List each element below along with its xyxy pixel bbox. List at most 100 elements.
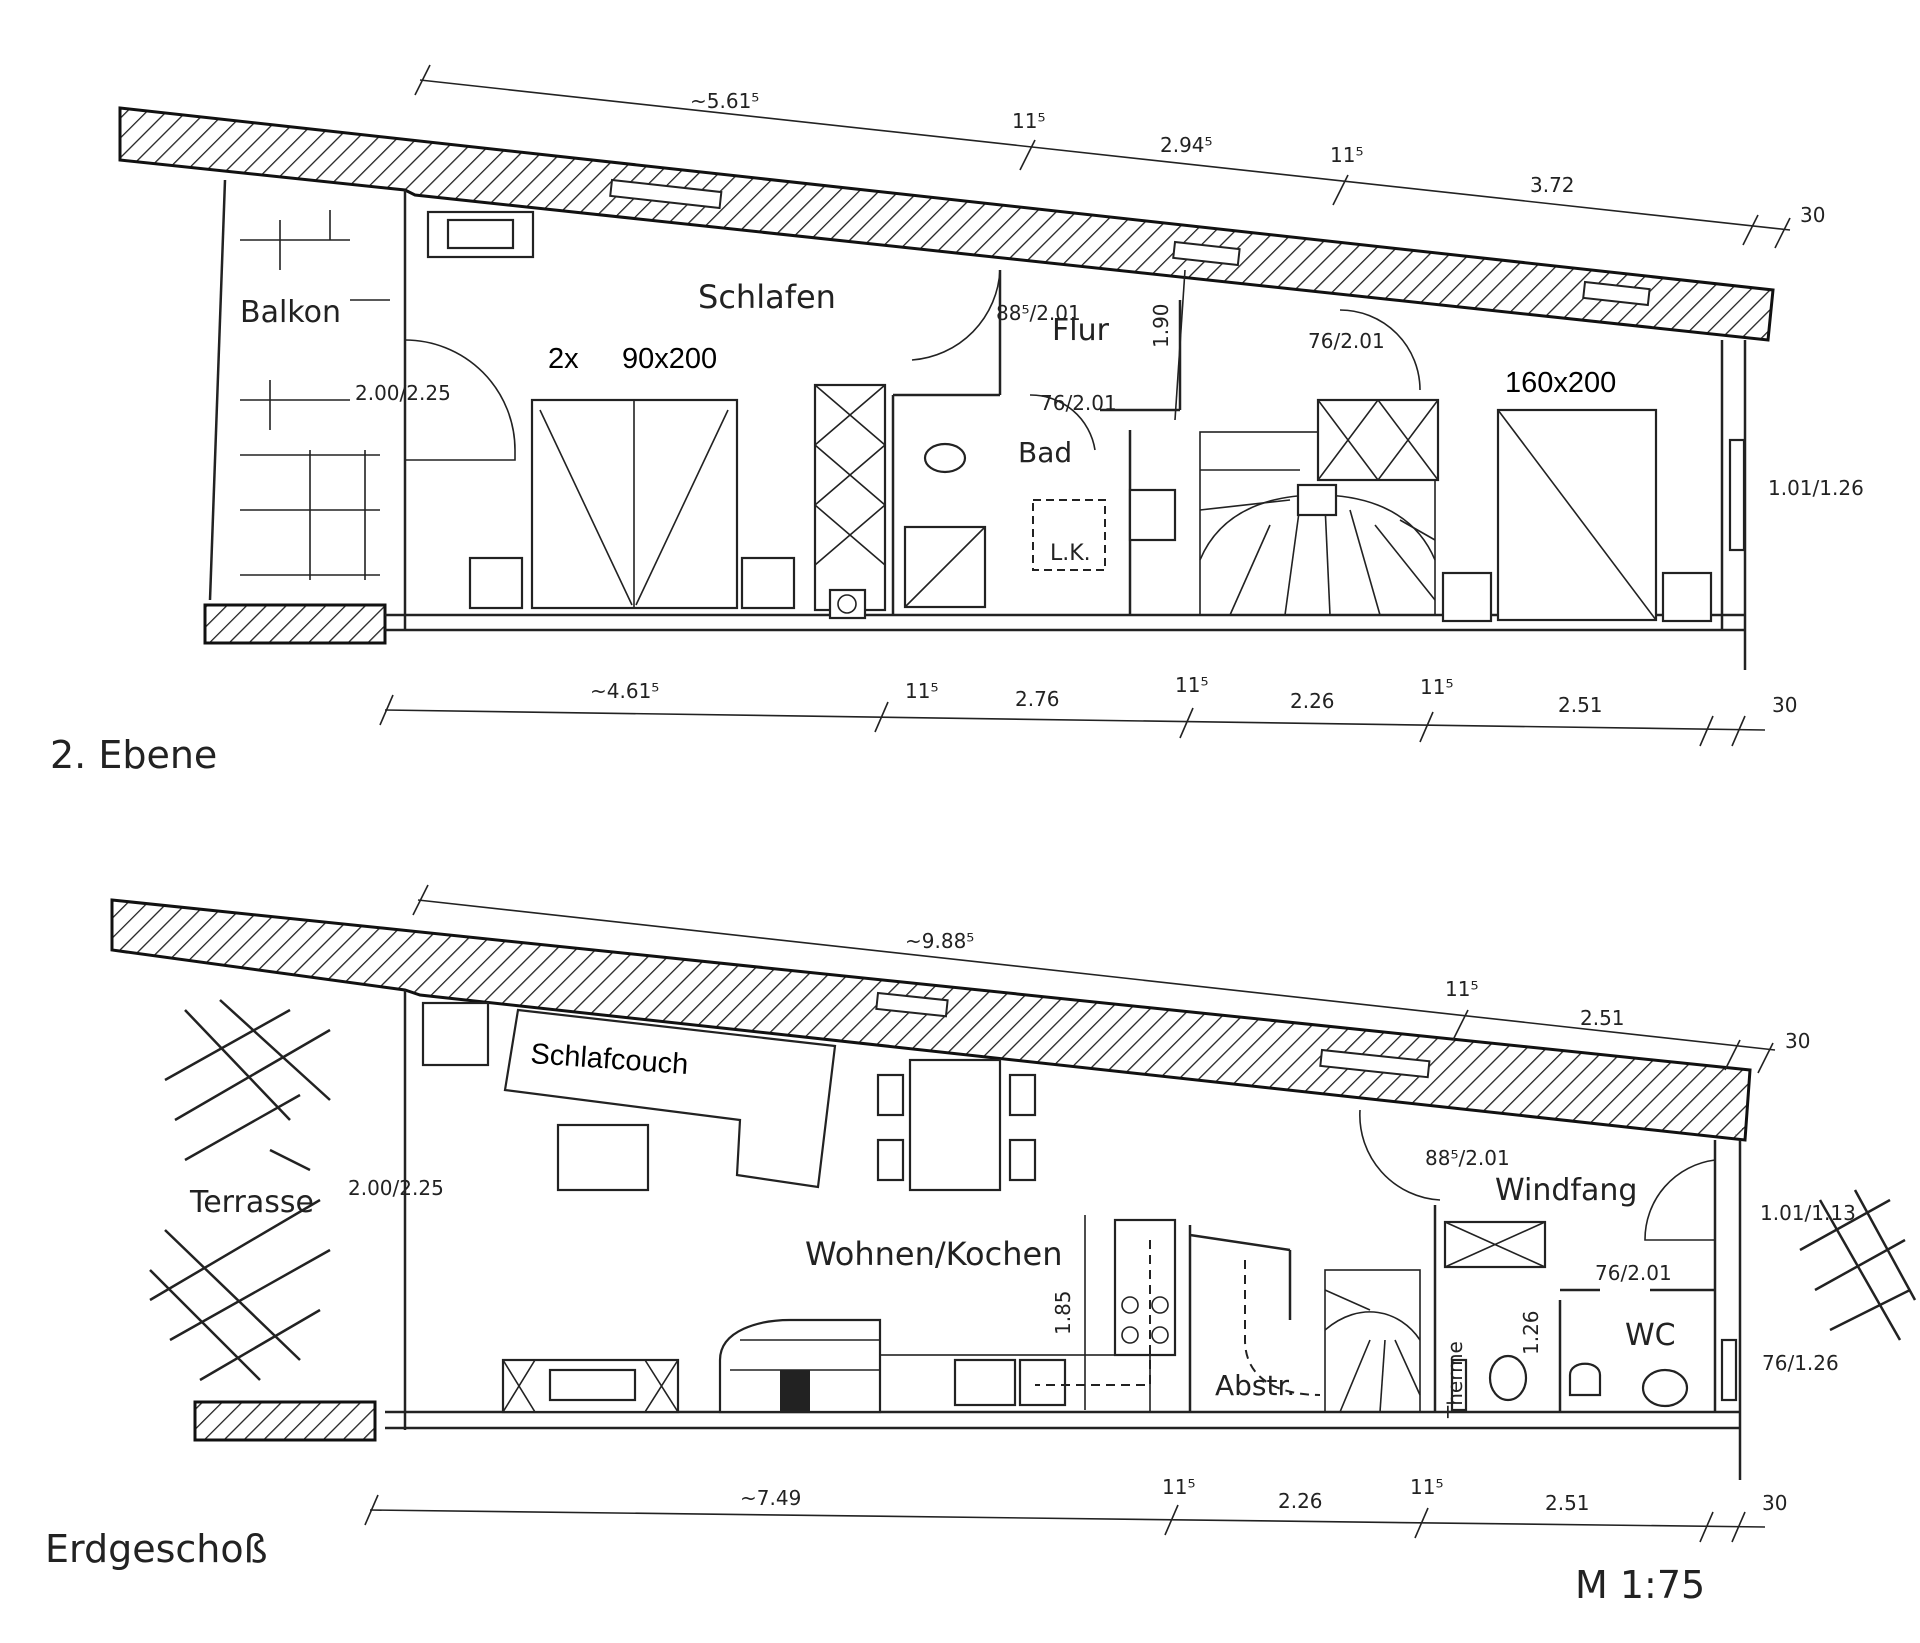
right-window-upper [1728, 438, 1746, 552]
label-living: Wohnen/Kochen [805, 1235, 1062, 1273]
opening-ground-2: 2.00/2.25 [348, 1176, 444, 1200]
bedroom-door-swing [911, 269, 1001, 361]
upper-floor-title: 2. Ebene [50, 733, 217, 777]
label-storage: Abstr. [1215, 1369, 1295, 1402]
upper-floor-plan [118, 64, 1791, 747]
scale-label: M 1:75 [1575, 1563, 1705, 1607]
nightstand-double-left [1441, 571, 1493, 623]
window-kitchen [1319, 1048, 1431, 1079]
dim-ground-bottom-0: ~7.49 [740, 1486, 801, 1510]
label-entry: Windfang [1495, 1173, 1637, 1208]
balcony-door-swing [404, 339, 516, 461]
dim-upper-top-5: 30 [1800, 203, 1825, 227]
nightstand-double-right [1661, 571, 1713, 623]
hob-burner [1121, 1296, 1139, 1314]
label-hall: Flur [1052, 313, 1110, 348]
dim-upper-bottom-1: 11⁵ [905, 679, 938, 703]
terrace-lattice [149, 999, 1917, 1382]
label-shower-tray: L.K. [1050, 541, 1091, 566]
dim-upper-bottom-2: 2.76 [1015, 687, 1060, 711]
label-twin-bed-count: 2x [548, 343, 579, 375]
ground-staircase [1324, 1269, 1421, 1413]
shower-tray [1032, 499, 1106, 571]
dim-ground-top-0: ~9.88⁵ [905, 929, 974, 953]
dim-ground-kitchen: 1.85 [1051, 1290, 1075, 1335]
dim-upper-top-4: 3.72 [1530, 173, 1575, 197]
ground-dimension-top [412, 884, 1776, 1074]
upper-dimension-top [414, 64, 1791, 249]
dim-ground-top-1: 11⁵ [1445, 977, 1478, 1001]
kitchen-sink [953, 1358, 1017, 1407]
dim-upper-bottom-3: 11⁵ [1175, 673, 1208, 697]
dim-upper-bottom-5: 11⁵ [1420, 675, 1453, 699]
double-bed [1441, 408, 1713, 623]
dim-upper-top-1: 11⁵ [1012, 109, 1045, 133]
wc-toilet [1641, 1368, 1689, 1408]
desk-monitor [446, 218, 515, 250]
dim-upper-top-3: 11⁵ [1330, 143, 1363, 167]
stair-room-door-swing [1339, 309, 1421, 391]
dim-ground-bottom-5: 30 [1762, 1491, 1787, 1515]
water-heater [1450, 1358, 1468, 1412]
dim-ground-bottom-3: 11⁵ [1410, 1475, 1443, 1499]
washbasin-entry [1488, 1354, 1528, 1402]
dim-upper-top-0: ~5.61⁵ [690, 89, 759, 113]
dim-upper-bottom-0: ~4.61⁵ [590, 679, 659, 703]
kitchen-counter [879, 1218, 1177, 1413]
dim-ground-top-3: 30 [1785, 1029, 1810, 1053]
upper-staircase [1199, 431, 1436, 616]
dim-ground-bottom-4: 2.51 [1545, 1491, 1590, 1515]
nightstand-right [740, 556, 796, 610]
stair-room-wardrobe [1316, 309, 1440, 482]
bath-door-swing [1029, 394, 1096, 451]
dim-upper-top-2: 2.94⁵ [1160, 133, 1213, 157]
window-hall [1172, 240, 1241, 267]
twin-beds [468, 398, 796, 610]
right-window-wc [1720, 1338, 1738, 1402]
tiled-stove [718, 1318, 882, 1414]
storage-wall-top [1189, 1233, 1291, 1252]
label-terrace: Terrasse [189, 1185, 314, 1220]
opening-upper-0: 88⁵/2.01 [996, 301, 1081, 325]
dim-upper-hall-height: 1.90 [1149, 303, 1173, 348]
window-living [875, 991, 949, 1018]
dim-ground-wc: 1.26 [1519, 1310, 1543, 1355]
front-door-swing [1644, 1159, 1716, 1241]
side-table [421, 1001, 490, 1067]
label-water-heater: Therme [1443, 1341, 1467, 1419]
opening-upper-3: 2.00/2.25 [355, 381, 451, 405]
balcony-railing [208, 179, 390, 601]
window-stair-room [1582, 280, 1651, 307]
opening-ground-1: 76/2.01 [1595, 1261, 1672, 1285]
opening-ground-0: 88⁵/2.01 [1425, 1146, 1510, 1170]
sofa-bed [503, 1008, 837, 1189]
window-bedroom [609, 178, 723, 210]
opening-upper-1: 76/2.01 [1040, 391, 1117, 415]
dim-upper-bottom-7: 30 [1772, 693, 1797, 717]
opening-upper-4: 1.01/1.26 [1768, 476, 1864, 500]
storage-dashed [1244, 1260, 1321, 1396]
dim-ground-bottom-2: 2.26 [1278, 1489, 1323, 1513]
washing-machine [828, 588, 867, 620]
ground-floor-plan [110, 884, 1917, 1543]
hall-height-dimension [1174, 269, 1186, 421]
label-bath: Bad [1018, 436, 1072, 469]
opening-ground-3: 1.01/1.13 [1760, 1201, 1856, 1225]
urinal [1568, 1362, 1602, 1397]
label-wc: WC [1625, 1318, 1676, 1353]
terrace-wall-stub [193, 1400, 377, 1442]
toilet [923, 442, 967, 474]
ground-dimension-bottom [364, 1494, 1766, 1543]
kitchen-tall-unit [1113, 1218, 1177, 1357]
balcony-wall-stub [203, 603, 387, 645]
label-balcony: Balkon [240, 295, 341, 330]
nightstand-left [468, 556, 524, 610]
washbasin [1128, 488, 1177, 542]
dim-upper-bottom-4: 2.26 [1290, 689, 1335, 713]
opening-upper-2: 76/2.01 [1308, 329, 1385, 353]
label-double-bed-size: 160x200 [1505, 367, 1616, 399]
upper-roof-wall [118, 106, 1775, 342]
opening-ground-4: 76/1.26 [1762, 1351, 1839, 1375]
upper-dimension-bottom [379, 694, 1766, 747]
